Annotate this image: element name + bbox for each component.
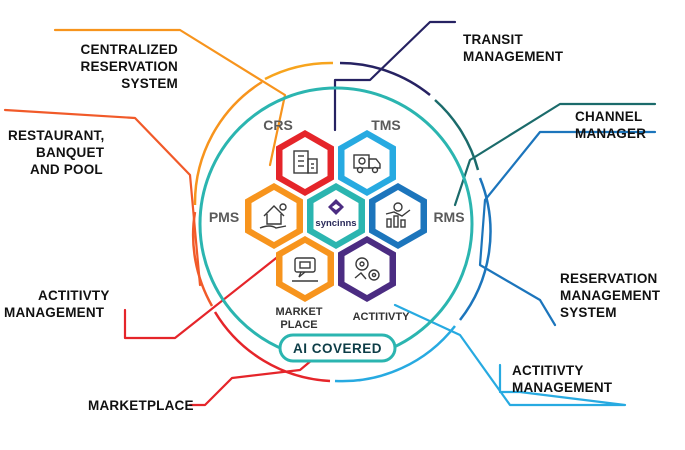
activity-left-line-1: ACTITIVTY: [38, 288, 110, 303]
chat-shop-icon: [292, 257, 318, 282]
centralized-line-1: CENTRALIZED: [81, 42, 178, 57]
ai-covered-text: AI COVERED: [293, 341, 382, 356]
hex-activity[interactable]: [338, 236, 396, 302]
restaurant-line-2: BANQUET: [36, 145, 105, 160]
centralized-line-3: SYSTEM: [121, 76, 178, 91]
connector-centralized: [53, 28, 287, 167]
channel-line-1: CHANNEL: [575, 109, 642, 124]
label-reservation: RESERVATION MANAGEMENT SYSTEM: [560, 271, 661, 320]
connector-reservation: [478, 130, 657, 327]
label-market-2: PLACE: [280, 319, 317, 331]
label-transit: TRANSIT MANAGEMENT: [463, 32, 564, 64]
hex-market[interactable]: [276, 236, 334, 302]
centralized-line-2: RESERVATION: [81, 59, 178, 74]
activity-right-line-2: MANAGEMENT: [512, 380, 613, 395]
activity-right-line-1: ACTITIVTY: [512, 363, 584, 378]
label-activity-right: ACTITIVTY MANAGEMENT: [512, 363, 613, 395]
channel-line-2: MANAGER: [575, 126, 646, 141]
label-rms: RMS: [433, 209, 464, 225]
connector-restaurant: [3, 108, 202, 287]
reservation-line-2: MANAGEMENT: [560, 288, 661, 303]
diamond-logo-icon: [328, 199, 344, 215]
delivery-truck-icon: [353, 154, 381, 174]
hex-crs[interactable]: [276, 130, 334, 196]
label-marketplace: MARKETPLACE: [88, 398, 194, 413]
arc-sky: [334, 325, 456, 383]
building-icon: [293, 150, 318, 174]
label-market-1: MARKET: [275, 306, 322, 318]
arc-navy: [339, 61, 431, 96]
gears-icon: [354, 257, 380, 281]
connector-lines: [3, 20, 657, 407]
restaurant-line-3: AND POOL: [30, 162, 103, 177]
arc-orange: [193, 80, 263, 206]
arc-red-orange: [191, 211, 214, 307]
transit-line-1: TRANSIT: [463, 32, 523, 47]
label-centralized: CENTRALIZED RESERVATION SYSTEM: [81, 42, 178, 91]
connector-activity-left: [123, 253, 282, 340]
activity-left-line-2: MANAGEMENT: [4, 305, 105, 320]
outer-arc-ring: [191, 61, 492, 383]
transit-line-2: MANAGEMENT: [463, 49, 564, 64]
label-pms: PMS: [209, 209, 239, 225]
chart-gear-icon: [385, 202, 411, 228]
hex-rms[interactable]: [369, 183, 427, 249]
hex-pms[interactable]: [245, 183, 303, 249]
reservation-line-1: RESERVATION: [560, 271, 657, 286]
arc-teal-dark: [434, 99, 480, 171]
label-activity-inner: ACTITIVTY: [353, 311, 410, 323]
label-activity-left: ACTITIVTY MANAGEMENT: [4, 288, 110, 320]
reservation-line-3: SYSTEM: [560, 305, 617, 320]
center-brand-text: syncinns: [315, 218, 356, 229]
connector-transit: [333, 20, 457, 132]
house-hand-icon: [259, 203, 287, 229]
connector-channel: [453, 102, 657, 207]
arc-orange-light: [264, 61, 334, 81]
arc-red: [213, 311, 331, 383]
label-crs: CRS: [263, 117, 293, 133]
arc-blue: [459, 177, 492, 321]
label-channel: CHANNEL MANAGER: [575, 109, 646, 141]
hex-tms[interactable]: [338, 130, 396, 196]
restaurant-line-1: RESTAURANT,: [8, 128, 104, 143]
hex-center[interactable]: syncinns: [307, 183, 365, 249]
label-restaurant: RESTAURANT, BANQUET AND POOL: [8, 128, 105, 177]
ai-covered-badge: AI COVERED: [278, 333, 397, 363]
label-tms: TMS: [371, 117, 401, 133]
marketplace-line-1: MARKETPLACE: [88, 398, 194, 413]
connector-activity-right: [393, 303, 627, 407]
